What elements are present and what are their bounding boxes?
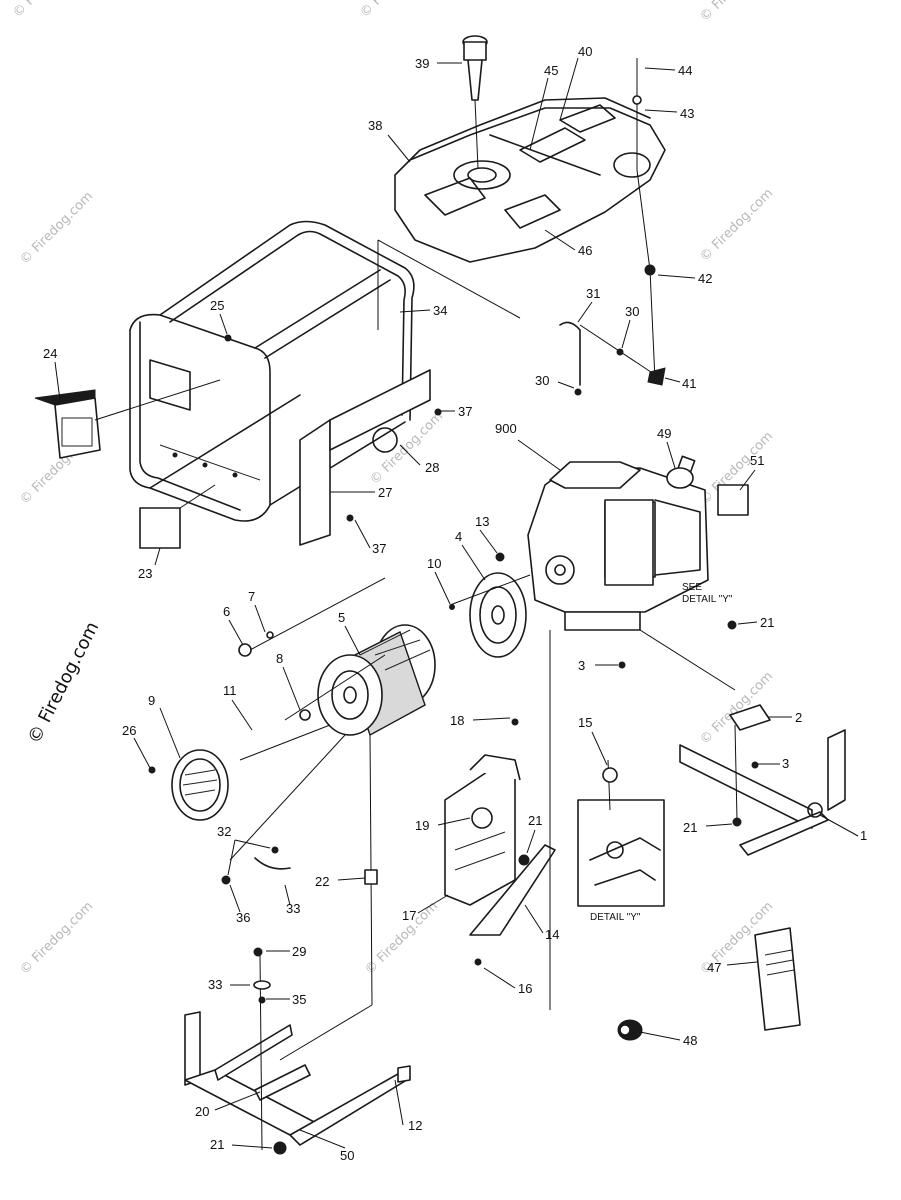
watermark: © Firedog.com: [17, 189, 96, 268]
callout-44: 44: [678, 63, 692, 78]
callout-39: 39: [415, 56, 429, 71]
see-detail-label: DETAIL "Y": [682, 594, 733, 605]
callout-2: 2: [795, 710, 802, 725]
callout-17: 17: [402, 908, 416, 923]
callout-33-lower: 33: [208, 977, 222, 992]
bolt-11: [239, 724, 331, 761]
callout-5: 5: [338, 610, 345, 625]
bracket-14: [469, 844, 556, 936]
side-watermark: © Firedog.com: [24, 618, 103, 747]
manual: [754, 927, 801, 1031]
callout-9: 9: [148, 693, 155, 708]
watermark: © Firedog.com: [697, 186, 776, 265]
callout-46: 46: [578, 243, 592, 258]
callout-34: 34: [433, 303, 447, 318]
callout-1: 1: [860, 828, 867, 843]
callouts: 39 40 45 44 43 38 46 42 25 34 31 30 30 4…: [43, 44, 867, 1163]
callout-30-bottom: 30: [535, 373, 549, 388]
watermark: © Firedog.com: [697, 669, 776, 748]
callout-38: 38: [368, 118, 382, 133]
callout-4: 4: [455, 529, 462, 544]
callout-27: 27: [378, 485, 392, 500]
endbell: [469, 572, 527, 658]
hardware: [148, 95, 759, 1155]
plug: [617, 1019, 643, 1041]
callout-31: 31: [586, 286, 600, 301]
fuel-cap: [462, 35, 488, 169]
callout-45: 45: [544, 63, 558, 78]
callout-40: 40: [578, 44, 592, 59]
watermark: © Firedog.com: [17, 899, 96, 978]
callout-42: 42: [698, 271, 712, 286]
fuel-tank: [394, 97, 666, 263]
callout-26: 26: [122, 723, 136, 738]
callout-900: 900: [495, 421, 517, 436]
callout-21-rail: 21: [683, 820, 697, 835]
label-23: [139, 507, 181, 549]
callout-11: 11: [223, 683, 237, 698]
callout-35: 35: [292, 992, 306, 1007]
callout-23: 23: [138, 566, 152, 581]
callout-13: 13: [475, 514, 489, 529]
callout-30-top: 30: [625, 304, 639, 319]
bracket: [299, 369, 431, 546]
control-panel: [34, 379, 221, 459]
callout-10: 10: [427, 556, 441, 571]
muffler: [444, 754, 521, 906]
callout-7: 7: [248, 589, 255, 604]
part-49: [666, 467, 694, 489]
callout-20: 20: [195, 1104, 209, 1119]
callout-29: 29: [292, 944, 306, 959]
detail-y-label: DETAIL "Y": [590, 912, 641, 923]
watermark: © Firedog.com: [357, 0, 436, 21]
base-rail-right: [679, 704, 846, 856]
stator: [317, 624, 436, 737]
callout-6: 6: [223, 604, 230, 619]
callout-32: 32: [217, 824, 231, 839]
callout-14: 14: [545, 927, 559, 942]
callout-37-top: 37: [458, 404, 472, 419]
callout-21-muffler: 21: [528, 813, 542, 828]
leader-lines: [229, 58, 738, 1151]
watermark: © Firedog.com: [697, 0, 776, 25]
end-cover: [171, 749, 229, 821]
callout-49: 49: [657, 426, 671, 441]
callout-28: 28: [425, 460, 439, 475]
label-51: [717, 484, 749, 516]
callout-37-bottom: 37: [372, 541, 386, 556]
base-rail-bottom: [184, 1011, 411, 1146]
callout-19: 19: [415, 818, 429, 833]
callout-3-rail: 3: [782, 756, 789, 771]
callout-24: 24: [43, 346, 57, 361]
watermark: © Firedog.com: [10, 0, 89, 21]
callout-21-engine: 21: [760, 615, 774, 630]
callout-21-bottom: 21: [210, 1137, 224, 1152]
callout-16: 16: [518, 981, 532, 996]
callout-43: 43: [680, 106, 694, 121]
callout-8: 8: [276, 651, 283, 666]
callout-47: 47: [707, 960, 721, 975]
detail-y-box: DETAIL "Y" SEE DETAIL "Y": [577, 499, 733, 923]
callout-12: 12: [408, 1118, 422, 1133]
callout-50: 50: [340, 1148, 354, 1163]
callout-leaders: [54, 57, 859, 1149]
callout-22: 22: [315, 874, 329, 889]
callout-36: 36: [236, 910, 250, 925]
callout-18: 18: [450, 713, 464, 728]
callout-33-upper: 33: [286, 901, 300, 916]
callout-3-engine: 3: [578, 658, 585, 673]
callout-48: 48: [683, 1033, 697, 1048]
frame: [129, 220, 415, 522]
see-label: SEE: [682, 582, 702, 593]
callout-51: 51: [750, 453, 764, 468]
callout-41: 41: [682, 376, 696, 391]
callout-25: 25: [210, 298, 224, 313]
callout-15: 15: [578, 715, 592, 730]
